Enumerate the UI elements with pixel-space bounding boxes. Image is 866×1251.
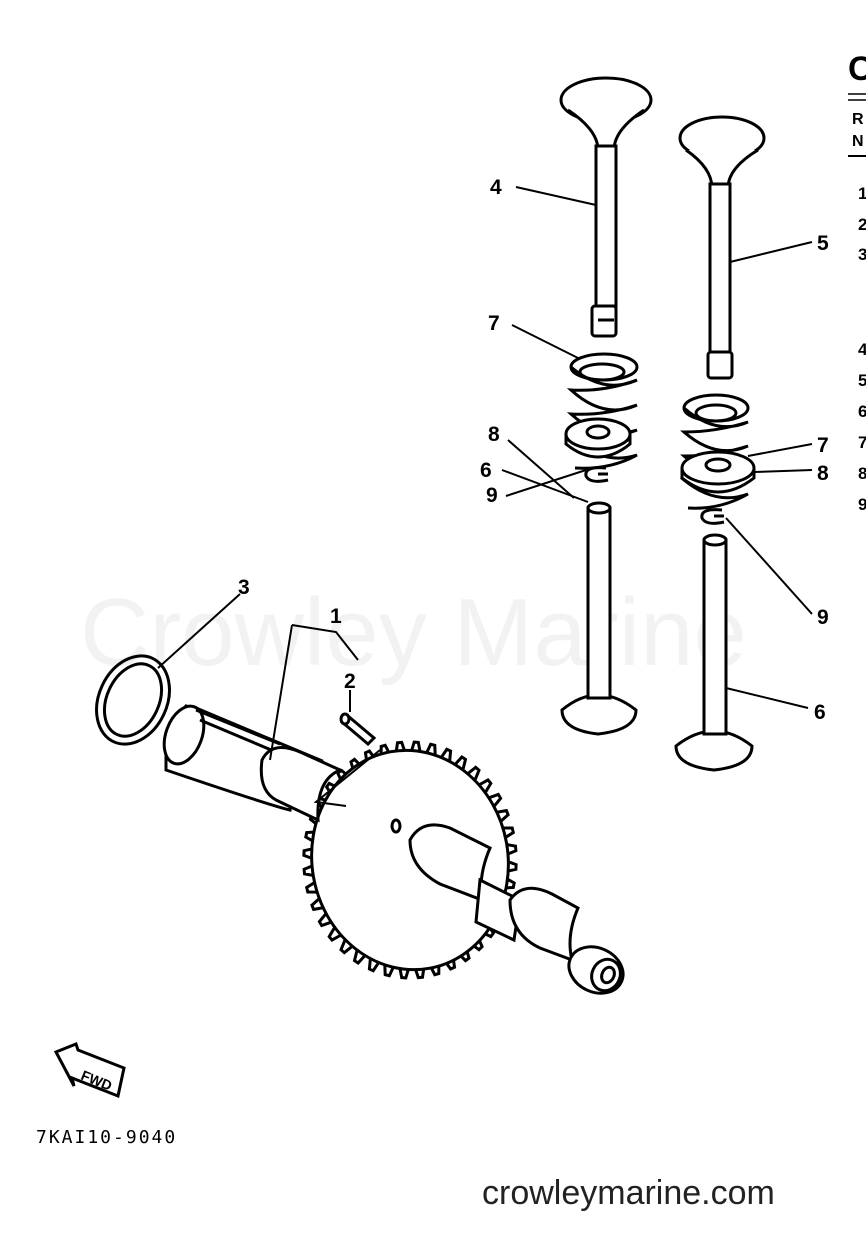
- drawing-code: 7KAI10-9040: [36, 1127, 177, 1148]
- parts-list-ref-5: 5: [858, 371, 866, 390]
- spring-retainer-part-8-right: [680, 450, 756, 494]
- parts-list-ref-8: 8: [858, 464, 866, 483]
- callout-4: 4: [490, 176, 502, 199]
- valve-spring-part-7-right: [679, 393, 750, 510]
- callout-8-left: 8: [488, 423, 500, 446]
- dowel-pin-part-2: [339, 712, 377, 747]
- callout-3: 3: [238, 576, 250, 599]
- callout-7-left: 7: [488, 312, 500, 335]
- callout-8-right: 8: [817, 462, 829, 485]
- parts-list-header-no: N: [852, 133, 864, 150]
- parts-list-title-fragment: C: [848, 50, 866, 88]
- callout-7-right: 7: [817, 434, 829, 457]
- callout-6-right: 6: [814, 701, 826, 724]
- parts-list-ref-6: 6: [858, 402, 866, 421]
- callout-5: 5: [817, 232, 829, 255]
- leader-lines: [157, 186, 813, 807]
- fwd-arrow-icon: [53, 1042, 126, 1099]
- parts-list-ref-4: 4: [858, 340, 866, 359]
- callout-9-left: 9: [486, 484, 498, 507]
- parts-list-ref-9: 9: [858, 495, 866, 514]
- exhaust-valve-part-5: [678, 115, 766, 380]
- watermark-text: Crowley Marine: [80, 579, 747, 686]
- callout-9-right: 9: [817, 606, 829, 629]
- valve-lifter-part-6-right: [674, 533, 754, 772]
- valve-keeper-part-9-left: [584, 466, 609, 483]
- site-url[interactable]: crowleymarine.com: [482, 1174, 775, 1212]
- callout-6-left: 6: [480, 459, 492, 482]
- o-ring-part-3: [95, 654, 171, 746]
- callout-1: 1: [330, 605, 342, 628]
- parts-list-ref-3: 3: [858, 245, 866, 264]
- spring-retainer-part-8-left: [564, 417, 632, 459]
- parts-list-header-ref: R: [852, 111, 864, 128]
- parts-list-ref-2: 2: [858, 215, 866, 234]
- intake-valve-part-4: [559, 76, 653, 338]
- callout-2: 2: [344, 670, 356, 693]
- parts-list-ref-1: 1: [858, 184, 866, 203]
- camshaft-assembly-part-1: [162, 704, 625, 995]
- valve-spring-part-7-left: [566, 352, 639, 470]
- valve-keeper-part-9-right: [700, 508, 725, 525]
- parts-list-clipped: C R N 1 2 3 4 5 6 7 8 9: [848, 50, 866, 514]
- valve-lifter-part-6-left: [560, 501, 638, 736]
- parts-list-ref-7: 7: [858, 433, 866, 452]
